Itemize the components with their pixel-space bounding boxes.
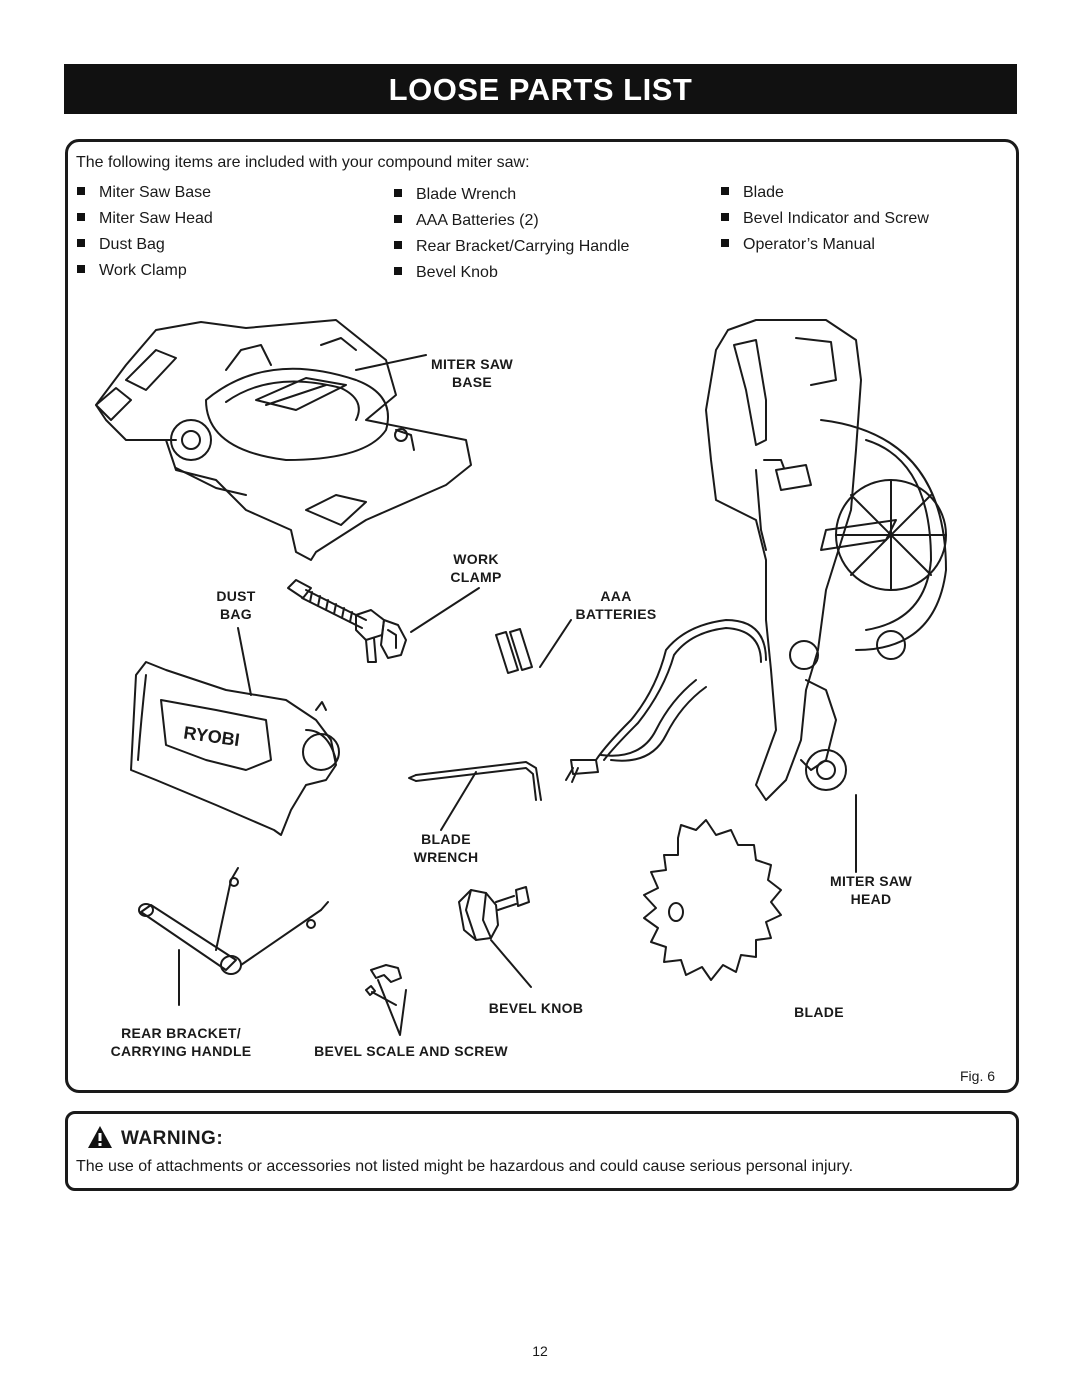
bullet-square-icon	[394, 267, 402, 275]
label-bevel-scale-and-screw: BEVEL SCALE AND SCREW	[314, 1043, 508, 1059]
leader-dust-bag	[237, 627, 252, 696]
rear-bracket-drawing	[138, 867, 329, 975]
bullet-square-icon	[394, 241, 402, 249]
parts-column-1: Miter Saw Base Miter Saw Head Dust Bag W…	[77, 180, 213, 284]
bullet-square-icon	[77, 239, 85, 247]
list-item: Operator’s Manual	[721, 232, 929, 258]
work-clamp-drawing	[287, 579, 407, 663]
parts-list-panel	[65, 139, 1019, 1093]
bullet-square-icon	[721, 213, 729, 221]
bullet-square-icon	[394, 189, 402, 197]
dust-bag-drawing	[130, 661, 340, 836]
bullet-square-icon	[394, 215, 402, 223]
bullet-square-icon	[77, 265, 85, 273]
miter-saw-base-drawing	[95, 319, 472, 561]
label-blade: BLADE	[794, 1004, 844, 1020]
list-item: Blade Wrench	[394, 182, 629, 208]
list-item: Bevel Indicator and Screw	[721, 206, 929, 232]
bullet-square-icon	[77, 187, 85, 195]
leader-batteries	[539, 619, 572, 668]
leader-bevel-scale	[377, 979, 407, 1036]
warning-header: WARNING:	[87, 1125, 223, 1153]
warning-panel	[65, 1111, 1019, 1191]
list-item: Work Clamp	[77, 258, 213, 284]
bullet-square-icon	[721, 187, 729, 195]
figure-caption: Fig. 6	[960, 1068, 996, 1084]
aaa-batteries-drawing	[495, 628, 533, 674]
bevel-knob-drawing	[458, 886, 530, 941]
bullet-square-icon	[721, 239, 729, 247]
list-item: Miter Saw Head	[77, 206, 213, 232]
warning-title: WARNING:	[121, 1128, 224, 1149]
warning-triangle-icon	[88, 1126, 112, 1148]
bevel-scale-drawing	[365, 964, 402, 1006]
leader-miter-saw-base	[355, 354, 427, 371]
power-cord-drawing	[565, 619, 767, 783]
blade-wrench-drawing	[408, 761, 542, 801]
parts-illustration: RYOBI	[66, 290, 1012, 1080]
leader-work-clamp	[410, 587, 480, 633]
page-title: LOOSE PARTS LIST	[64, 64, 1017, 114]
list-item: Miter Saw Base	[77, 180, 213, 206]
parts-column-2: Blade Wrench AAA Batteries (2) Rear Brac…	[394, 182, 629, 286]
list-item: Bevel Knob	[394, 260, 629, 286]
saw-blade-drawing	[643, 819, 782, 981]
list-item: Dust Bag	[77, 232, 213, 258]
label-rear-bracket: REAR BRACKET/CARRYING HANDLE	[110, 1025, 252, 1059]
list-item: Blade	[721, 180, 929, 206]
list-item: Rear Bracket/Carrying Handle	[394, 234, 629, 260]
intro-text: The following items are included with yo…	[76, 154, 530, 171]
miter-saw-head-drawing	[705, 319, 947, 801]
ryobi-logo: RYOBI	[182, 723, 241, 751]
leader-blade-wrench	[440, 771, 477, 831]
list-item: AAA Batteries (2)	[394, 208, 629, 234]
parts-column-3: Blade Bevel Indicator and Screw Operator…	[721, 180, 929, 258]
bullet-square-icon	[77, 213, 85, 221]
leader-bevel-knob	[490, 939, 532, 988]
warning-text: The use of attachments or accessories no…	[76, 1158, 854, 1175]
label-bevel-knob: BEVEL KNOB	[488, 1000, 584, 1016]
page-number: 12	[532, 1343, 548, 1359]
